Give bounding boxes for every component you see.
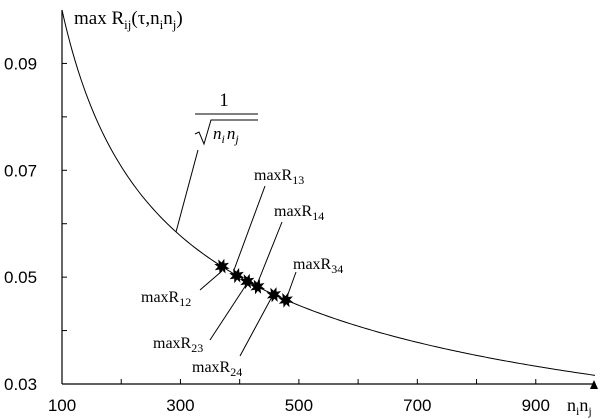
leader-maxR34 [286,271,297,298]
data-point-maxR23 [239,273,255,290]
y-axis-title-sub2: i [160,17,164,32]
x-tick-label: 300 [166,396,194,415]
leader-maxR12 [199,270,223,291]
y-axis-title-main: max R [74,8,124,29]
label-maxR13: maxR13 [254,167,304,187]
data-point-maxR13 [229,267,245,284]
formula-den-s1: i [222,132,225,146]
y-ticks: 0.03 0.05 0.07 0.09 [4,54,67,394]
y-axis-title: max Rij(τ,ninj) [74,8,183,32]
y-tick-label: 0.03 [4,375,37,394]
x-axis-title-s2: j [587,404,591,418]
y-tick-label: 0.05 [4,268,37,287]
y-axis-title-paren: (τ,n [131,8,160,29]
formula-numerator: 1 [219,90,229,111]
point-labels: maxR13 maxR14 maxR34 maxR12 maxR23 maxR2… [141,167,343,379]
formula-den-n1: n [213,124,222,143]
x-axis-arrow-icon [590,380,598,389]
label-maxR12: maxR12 [141,289,191,309]
label-maxR14: maxR14 [274,203,324,223]
x-axis-title-n1: n [567,395,576,415]
y-tick-label: 0.07 [4,161,37,180]
formula-leader-line [175,149,199,233]
data-point-maxR34 [278,292,294,308]
leader-maxR14 [255,221,283,288]
y-axis-title-close: ) [176,8,182,29]
label-maxR24: maxR24 [192,359,242,379]
data-point-maxR14 [249,279,266,295]
x-tick-label: 500 [285,396,313,415]
x-ticks: 100 300 500 700 900 [48,379,550,415]
data-point-maxR12 [214,258,230,275]
leader-maxR13 [233,185,266,271]
y-axis-title-sub3: j [172,17,177,32]
label-maxR23: maxR23 [153,335,203,355]
y-tick-label: 0.09 [4,54,37,73]
data-point-maxR24 [266,287,282,303]
x-tick-label: 900 [522,396,550,415]
leader-maxR24 [239,292,275,357]
x-axis-title-n2: n [579,395,588,415]
formula-den-s2: j [233,132,239,146]
x-axis-title: ninj [567,395,592,418]
leader-maxR23 [209,281,249,341]
data-markers [214,258,294,308]
formula-sqrt-sign [194,119,258,146]
y-axis-title-mid: n [163,8,173,29]
x-tick-label: 700 [403,396,431,415]
y-axis-title-sub: ij [124,17,131,32]
x-axis-title-s1: i [576,404,580,418]
curve-line [61,9,596,376]
label-maxR34: maxR34 [293,256,343,276]
x-tick-label: 100 [48,396,76,415]
formula-den-n2: n [227,124,236,143]
